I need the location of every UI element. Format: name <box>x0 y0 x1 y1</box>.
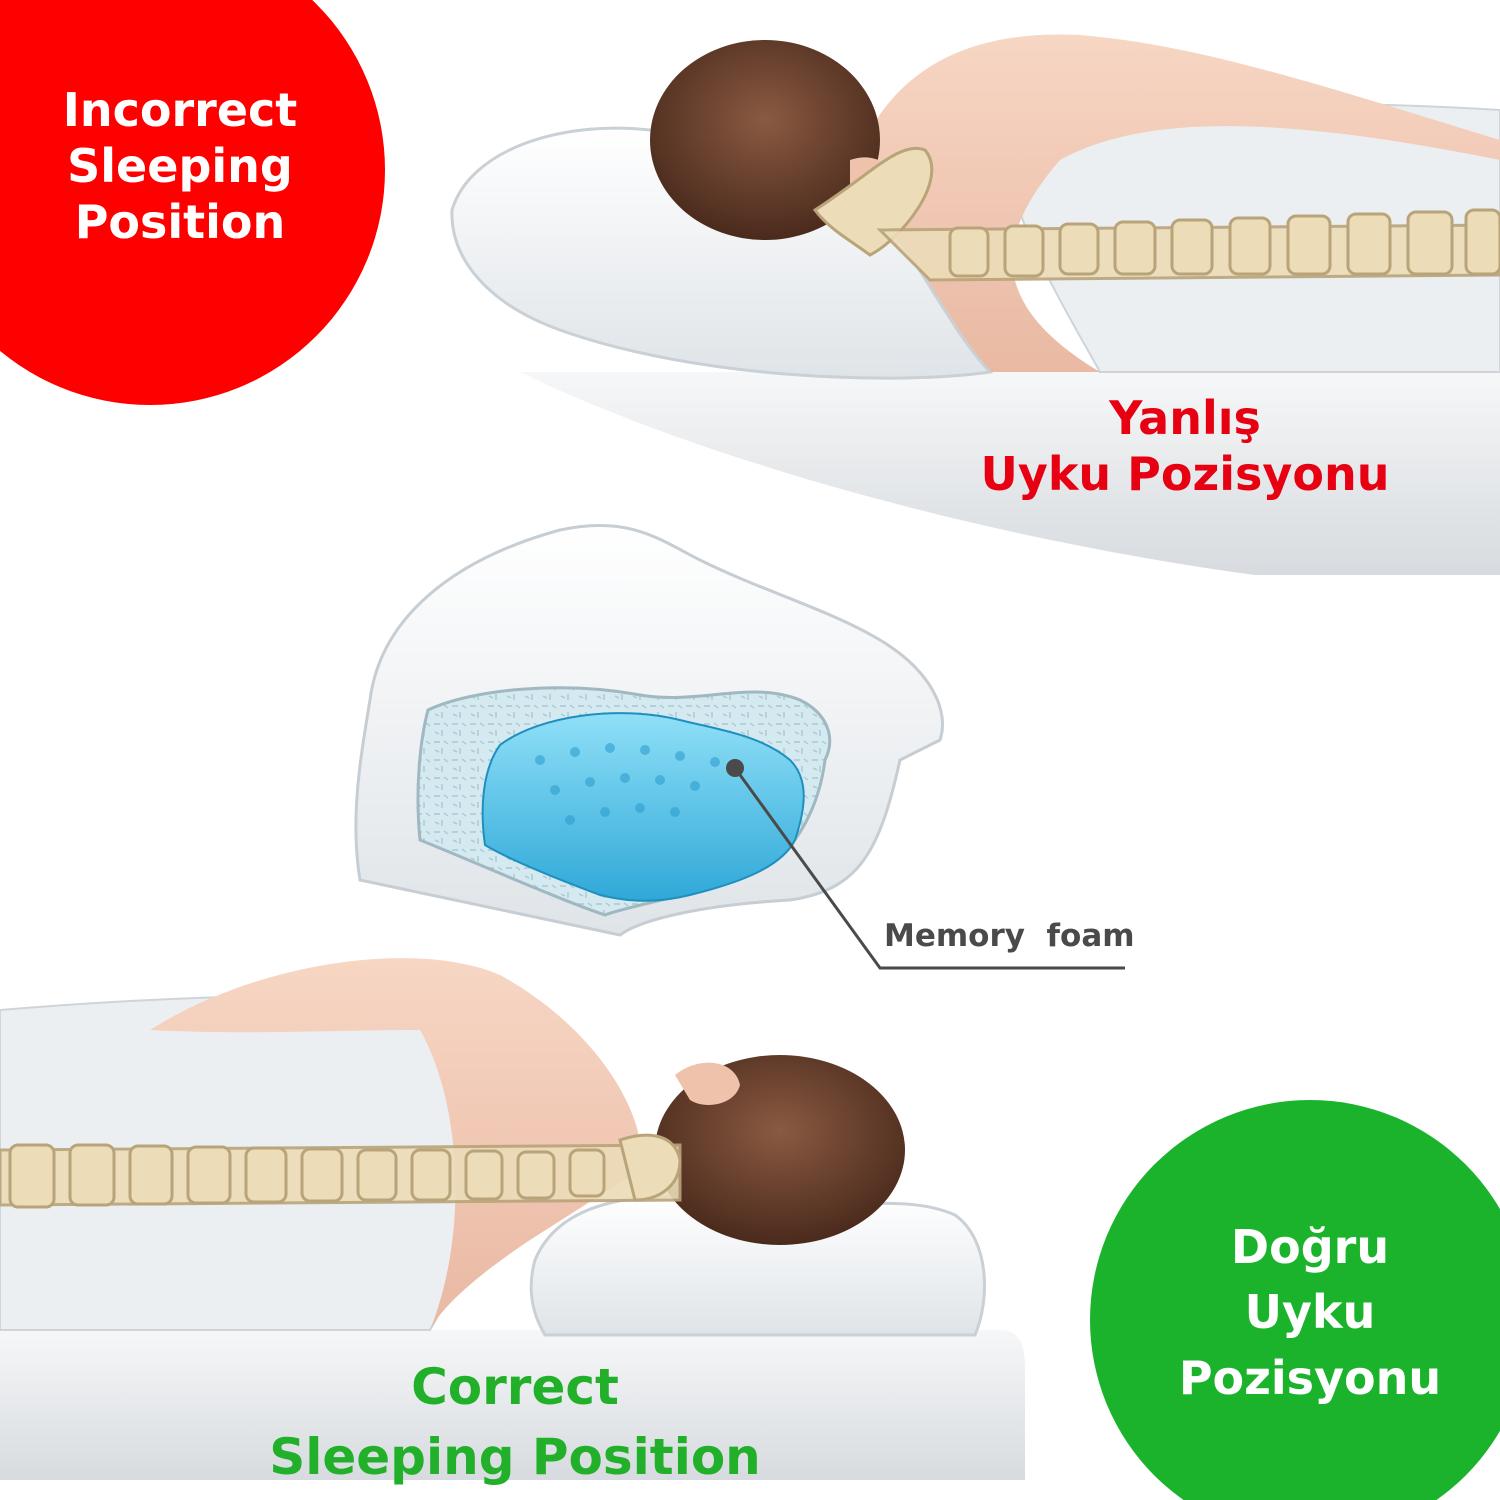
incorrect-line2: Sleeping <box>67 139 293 194</box>
foam-holes <box>535 743 720 825</box>
incorrect-badge-circle <box>0 0 385 405</box>
bottom-spine <box>0 1133 682 1209</box>
dogru-pozisyon-label: Doğru Uyku Pozisyonu <box>1150 1215 1470 1411</box>
top-back <box>858 34 1500 373</box>
bottom-ear <box>675 1062 740 1105</box>
memory-foam-pointer-line <box>733 767 1125 970</box>
correct-badge-circle <box>1090 1100 1500 1500</box>
yanlis-line2: Uyku Pozisyonu <box>980 447 1390 502</box>
correct-position-label: Correct Sleeping Position <box>230 1352 800 1492</box>
top-mattress <box>520 372 1500 575</box>
incorrect-line1: Incorrect <box>62 83 298 137</box>
correct-line1: Correct <box>411 1358 619 1416</box>
top-pillow <box>450 126 994 380</box>
yanlis-pozisyon-label: Yanlış Uyku Pozisyonu <box>940 390 1430 502</box>
dogru-line1: Doğru <box>1230 1220 1390 1274</box>
top-head <box>650 40 880 240</box>
bottom-mattress <box>0 1330 1025 1480</box>
incorrect-line3: Position <box>74 195 286 250</box>
top-spine <box>812 146 1500 282</box>
dogru-line2: Uyku <box>1244 1285 1376 1340</box>
yanlis-line1: Yanlış <box>1109 391 1261 445</box>
memory-foam-label: Memory foam <box>884 918 1135 954</box>
dogru-line3: Pozisyonu <box>1178 1350 1442 1405</box>
bottom-back <box>150 958 642 1330</box>
incorrect-position-label: Incorrect Sleeping Position <box>30 82 330 250</box>
correct-line2: Sleeping Position <box>269 1428 761 1486</box>
